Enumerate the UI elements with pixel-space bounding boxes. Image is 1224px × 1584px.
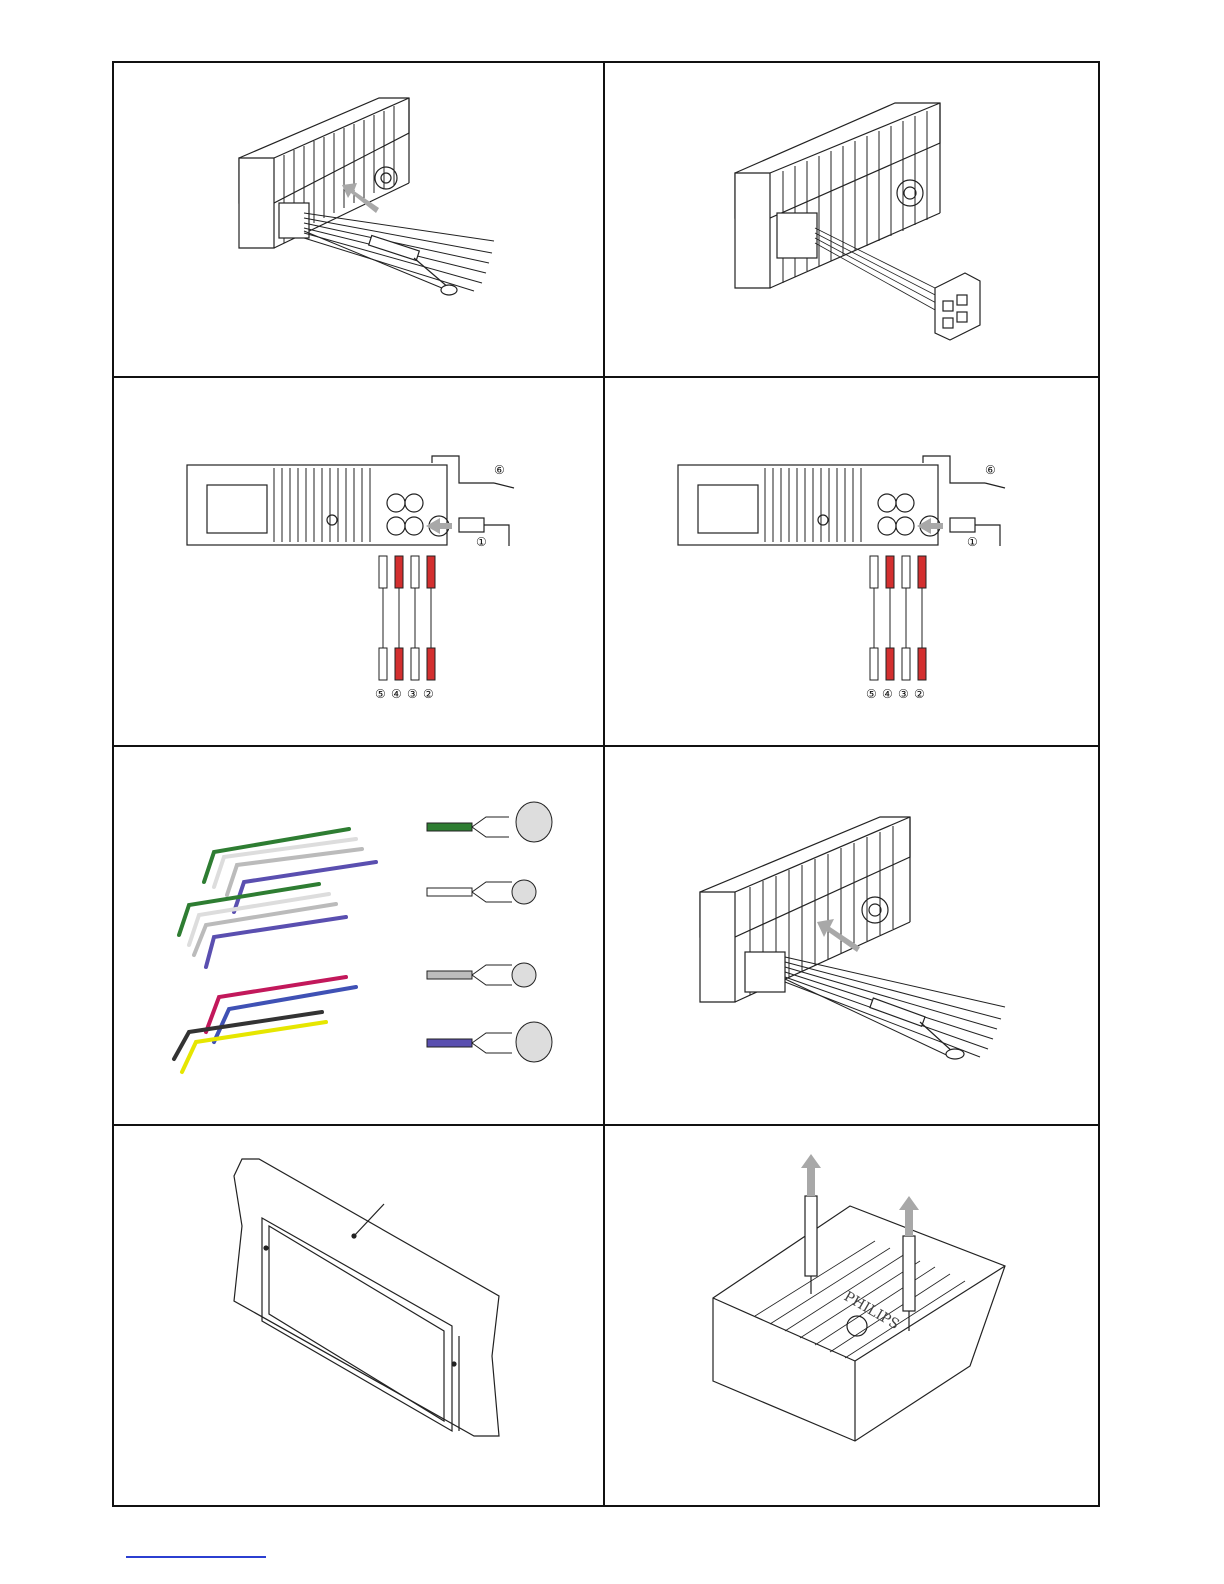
connector-number-6: ⑥ [985, 463, 996, 477]
connector-number-2: ② [423, 687, 434, 701]
connector-number-3: ③ [898, 687, 909, 701]
figure-2 [605, 63, 1098, 376]
figure-3: ⑥ ① ⑤ ④ ③ ② [114, 378, 603, 745]
radio-rear-harness-insert-illustration [114, 63, 603, 376]
figure-5 [114, 747, 603, 1124]
figure-4: ⑥ ① ⑤ ④ ③ ② [605, 378, 1098, 745]
rca-line-out-connections-illustration: ⑥ ① ⑤ ④ ③ ② [114, 378, 603, 745]
figure-1 [114, 63, 603, 376]
radio-rear-iso-connector-illustration [605, 63, 1098, 376]
connector-number-5: ⑤ [866, 687, 877, 701]
radio-rear-harness-insert-illustration [605, 747, 1098, 1124]
footer-link-underline[interactable] [126, 1556, 266, 1558]
figure-8: PHILIPS [605, 1126, 1098, 1505]
connector-number-4: ④ [391, 687, 402, 701]
connector-number-1: ① [476, 535, 487, 549]
unit-removal-keys-illustration: PHILIPS [605, 1126, 1098, 1505]
connector-number-5: ⑤ [375, 687, 386, 701]
figure-6 [605, 747, 1098, 1124]
speaker-wire-color-map-illustration [114, 747, 603, 1124]
rca-line-out-connections-illustration: ⑥ ① ⑤ ④ ③ ② [605, 378, 1098, 745]
connector-number-3: ③ [407, 687, 418, 701]
figure-7 [114, 1126, 603, 1505]
connector-number-2: ② [914, 687, 925, 701]
connector-number-6: ⑥ [494, 463, 505, 477]
connector-number-1: ① [967, 535, 978, 549]
connector-number-4: ④ [882, 687, 893, 701]
dashboard-mount-opening-illustration [114, 1126, 603, 1505]
